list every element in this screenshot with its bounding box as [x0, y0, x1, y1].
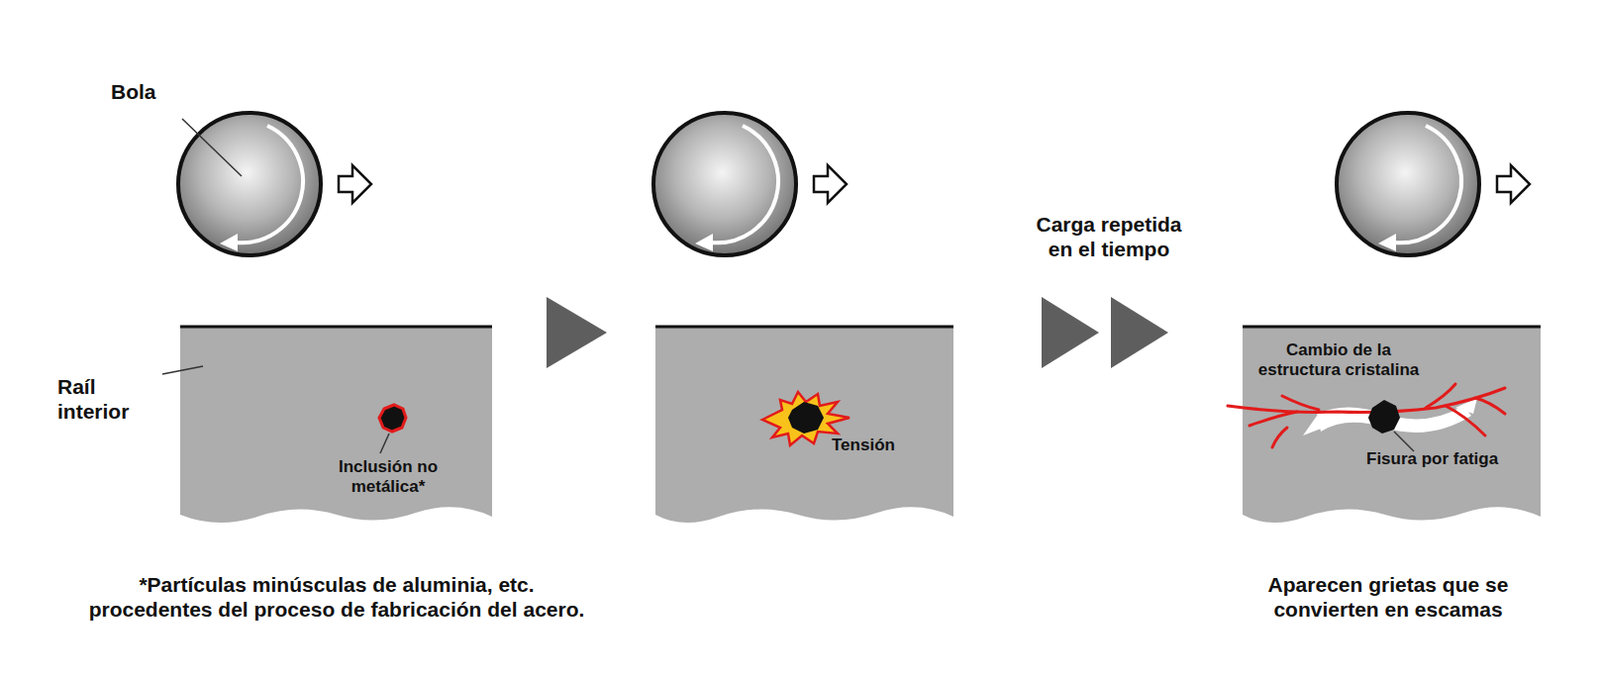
footnote: *Partículas minúsculas de aluminia, etc.… [29, 572, 644, 622]
callout-label: Inclusión no metálica* [323, 457, 453, 499]
callout-label: Cambio de la estructura cristalina [1224, 340, 1453, 382]
callout-label: Fisura por fatiga [1366, 449, 1499, 470]
part-name: Bola [110, 79, 157, 104]
part-name: Raíl interior [57, 374, 157, 424]
caption-note: Aparecen grietas que se convierten en es… [1224, 572, 1552, 622]
callout-label: Tensión [831, 435, 896, 456]
step-label: Carga repetida en el tiempo [1009, 211, 1208, 262]
